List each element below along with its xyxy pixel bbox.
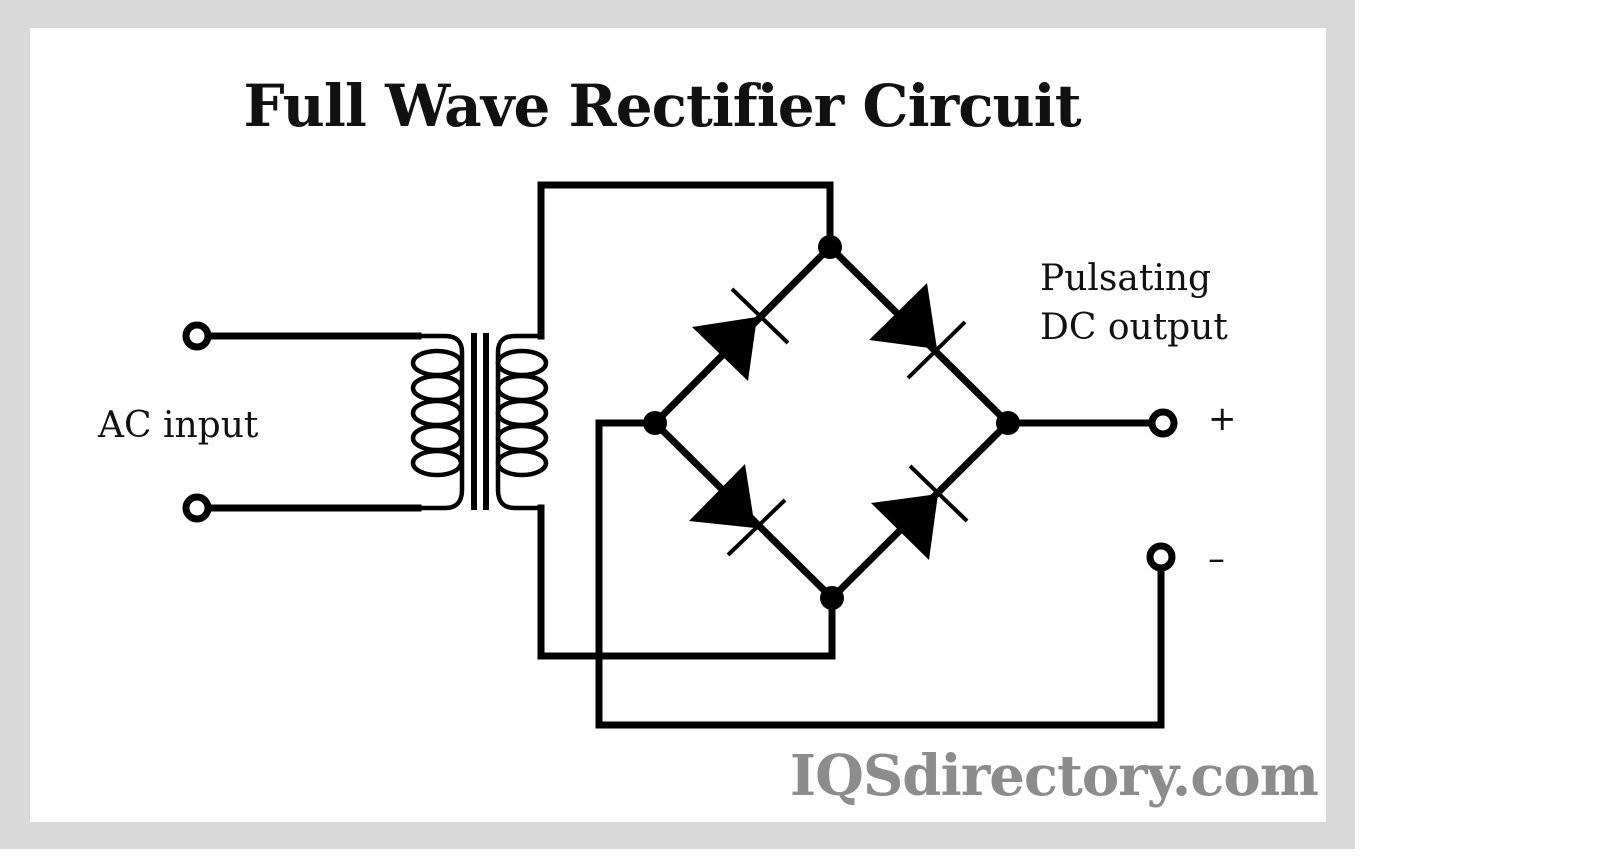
primary-coil xyxy=(410,333,465,511)
wire-secondary-to-bottom-node xyxy=(537,504,836,660)
junction-node-top xyxy=(818,235,842,259)
wire-secondary-to-top-node xyxy=(537,181,834,340)
wire-left-node-to-negative xyxy=(595,419,1165,729)
ac-input-wires xyxy=(201,332,422,512)
transformer-icon xyxy=(410,333,549,511)
junction-node-left xyxy=(643,411,667,435)
diode-icon-d3 xyxy=(689,464,787,557)
terminal-ac-input-bottom xyxy=(182,493,212,523)
terminal-ac-input-top xyxy=(182,321,212,351)
bridge-edges xyxy=(650,242,1013,603)
negative-sign: – xyxy=(1208,539,1225,579)
diode-icon-d1 xyxy=(692,287,790,381)
diagram-title: Full Wave Rectifier Circuit xyxy=(244,72,1082,140)
diode-icon-d2 xyxy=(869,283,967,380)
output-label-line1: Pulsating xyxy=(1040,258,1211,299)
terminal-dc-negative xyxy=(1146,542,1176,572)
junction-node-right xyxy=(996,411,1020,435)
secondary-wiring xyxy=(537,181,1165,729)
watermark-text: IQSdirectory.com xyxy=(790,743,1318,809)
ac-input-label: AC input xyxy=(97,405,259,446)
junction-node-bottom xyxy=(820,586,844,610)
terminal-dc-positive xyxy=(1148,408,1178,438)
diode-icon-d4 xyxy=(871,464,969,560)
output-label-line2: DC output xyxy=(1040,307,1228,348)
secondary-coil xyxy=(495,333,549,511)
positive-sign: + xyxy=(1208,399,1237,439)
